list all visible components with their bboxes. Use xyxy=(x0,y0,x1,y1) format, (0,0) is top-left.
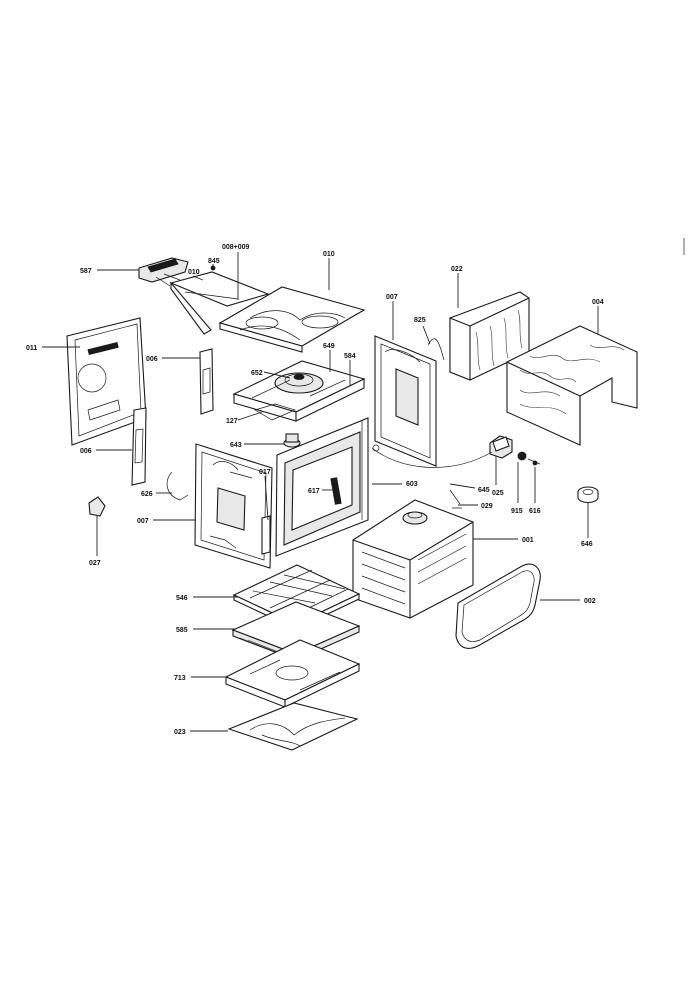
leader-lines xyxy=(42,252,599,732)
callout-617: 617 xyxy=(308,488,320,495)
callout-652: 652 xyxy=(251,370,263,377)
callout-008-009: 008+009 xyxy=(222,244,250,251)
callout-022: 022 xyxy=(451,266,463,273)
callout-646: 646 xyxy=(581,541,593,548)
part-004-insulation-wrap xyxy=(506,325,638,446)
part-017-trim xyxy=(261,515,271,555)
callout-labels: 587 845 010 008+009 010 022 007 004 011 … xyxy=(26,244,604,736)
callout-007-left: 007 xyxy=(137,518,149,525)
part-023-bottom-sheet xyxy=(227,702,359,751)
callout-007-right: 007 xyxy=(386,294,398,301)
callout-603: 603 xyxy=(406,481,418,488)
part-825-bracket xyxy=(427,338,445,361)
callout-645: 645 xyxy=(478,487,490,494)
callout-845: 845 xyxy=(208,258,220,265)
part-626-clip xyxy=(166,471,189,501)
callout-643: 643 xyxy=(230,442,242,449)
part-025-fan-housing xyxy=(489,435,541,466)
callout-825: 825 xyxy=(414,317,426,324)
part-649-oven-top xyxy=(232,360,366,422)
callout-010: 010 xyxy=(323,251,335,258)
callout-017: 017 xyxy=(259,469,271,476)
part-587-module xyxy=(138,257,189,287)
wire-harness xyxy=(371,447,493,468)
part-007-left-side-panel xyxy=(194,443,273,569)
callout-029: 029 xyxy=(481,503,493,510)
part-010-top-panel xyxy=(218,286,366,353)
callout-587: 587 xyxy=(80,268,92,275)
callout-002: 002 xyxy=(584,598,596,605)
callout-915: 915 xyxy=(511,508,523,515)
part-wire-connector xyxy=(372,444,380,452)
callout-626: 626 xyxy=(141,491,153,498)
callout-610: 010 xyxy=(188,269,200,276)
callout-004: 004 xyxy=(592,299,604,306)
part-002-door-seal xyxy=(455,563,541,649)
part-001-oven-cavity xyxy=(352,499,474,619)
part-643-fan-motor xyxy=(254,403,301,448)
part-022-insulation xyxy=(449,291,530,381)
part-008-top-sheet xyxy=(169,271,270,335)
part-027-clip xyxy=(88,496,106,517)
part-006-lower-bracket xyxy=(131,407,147,486)
callout-011: 011 xyxy=(26,345,37,352)
part-006-upper-bracket xyxy=(199,348,214,415)
callout-584: 584 xyxy=(344,353,356,360)
callout-025: 025 xyxy=(492,490,504,497)
callout-127: 127 xyxy=(226,418,238,425)
part-oven-front-frame xyxy=(275,417,369,557)
callout-006-lower: 006 xyxy=(80,448,92,455)
callout-546: 546 xyxy=(176,595,188,602)
callout-001: 001 xyxy=(522,537,534,544)
part-007-right-side-panel xyxy=(374,335,437,467)
part-713-bottom-pan xyxy=(224,639,361,708)
callout-649: 649 xyxy=(323,343,335,350)
callout-027: 027 xyxy=(89,560,101,567)
part-029-pin xyxy=(449,489,462,509)
callout-585: 585 xyxy=(176,627,188,634)
callout-713: 713 xyxy=(174,675,186,682)
callout-023: 023 xyxy=(174,729,186,736)
callout-006-upper: 006 xyxy=(146,356,158,363)
callout-616: 616 xyxy=(529,508,541,515)
part-646-ring xyxy=(577,486,599,504)
